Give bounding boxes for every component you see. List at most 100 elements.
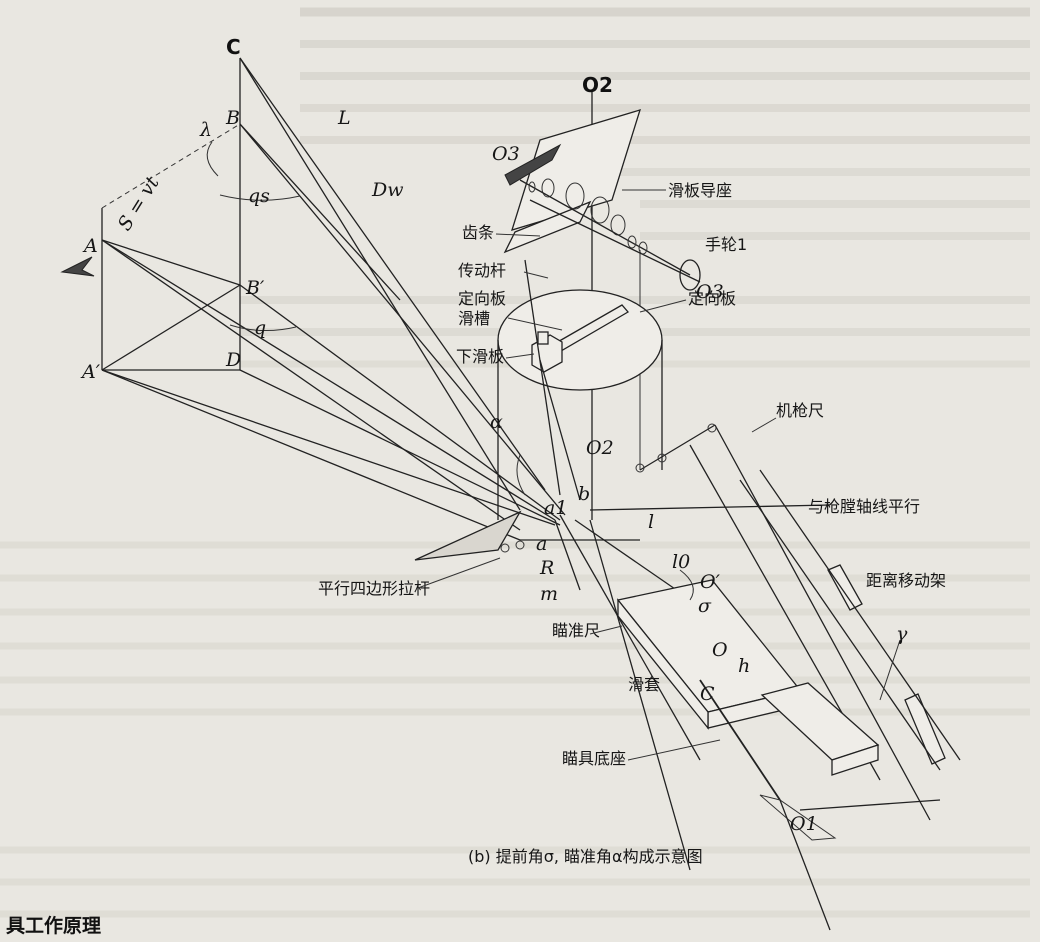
ray-a: [101, 239, 556, 521]
label-orient-plate: 定向板: [688, 289, 736, 308]
label-alpha: α: [490, 411, 503, 433]
label-c: C: [226, 35, 241, 59]
slide-post: [537, 331, 549, 345]
distance-frame-slider: [904, 693, 946, 765]
angle-arc-sigma: [679, 569, 694, 601]
slide-rod: [760, 682, 880, 761]
label-gamma: γ: [896, 623, 908, 645]
o3-pointer-icon: [504, 143, 562, 186]
label-l0: l0: [672, 551, 690, 573]
pivot-icon: [707, 423, 717, 433]
ray-c-l: [239, 57, 521, 511]
leader-line: [523, 271, 549, 279]
label-orient-slot: 定向板 滑槽: [458, 289, 511, 328]
handwheel-icon: [679, 259, 701, 291]
rack-bar: [503, 200, 592, 254]
label-a-lower: a: [536, 533, 547, 555]
label-sleeve: 滑套: [628, 675, 660, 694]
ray-base-right: [239, 369, 561, 526]
label-dw: Dw: [371, 179, 404, 201]
label-o-prime: O′: [700, 571, 721, 593]
aim-ruler-line: [559, 514, 701, 761]
label-sight-base: 瞄具底座: [562, 749, 626, 768]
orient-slot-line: 定向板: [458, 289, 506, 308]
ray-b2: [239, 123, 401, 301]
label-a1: a1: [544, 497, 567, 519]
label-rack: 齿条: [462, 223, 494, 242]
line-a-prime-b-prime: [101, 284, 241, 371]
shaft-line: [519, 179, 691, 276]
slide-guide-plate: [511, 109, 641, 231]
label-o1: O1: [790, 813, 818, 835]
label-s-eq: S = vt: [114, 172, 164, 234]
label-c-lower: C: [700, 683, 715, 705]
pivot-icon: [515, 540, 525, 550]
leader-line: [589, 625, 623, 635]
label-b-lower: b: [578, 483, 590, 505]
parallelogram-rod-wedge: [414, 510, 522, 561]
bushing-icon: [528, 181, 536, 193]
leader-line: [639, 299, 687, 313]
leader-line: [417, 557, 501, 589]
pivot-icon: [635, 463, 645, 473]
label-o2-mid: O2: [586, 437, 614, 459]
label-o: O: [712, 639, 728, 661]
line-ab: [101, 123, 241, 209]
orient-slot-line: 滑槽: [458, 309, 490, 328]
bushing-icon: [638, 241, 648, 255]
label-parallelogram-rod: 平行四边形拉杆: [318, 579, 430, 598]
link-line: [539, 359, 581, 501]
section-heading: 具工作原理: [6, 914, 101, 937]
label-b-prime: B′: [245, 277, 265, 299]
line-m: [554, 519, 581, 591]
sight-base-plate: [759, 794, 837, 841]
angle-arc-lambda: [206, 141, 219, 177]
sight-base-axis: [589, 519, 691, 871]
angle-arc-qs: [219, 194, 301, 201]
slide-rod-side: [831, 744, 879, 776]
label-o3-right: O3: [696, 281, 724, 303]
figure-caption: (b) 提前角σ, 瞄准角α构成示意图: [468, 847, 703, 866]
pivot-icon: [500, 543, 510, 553]
label-slide-guide: 滑板导座: [668, 181, 732, 200]
label-distance-frame: 距离移动架: [866, 571, 946, 590]
gamma-line: [879, 639, 901, 701]
drive-rod: [524, 259, 561, 496]
label-o2-top: O2: [582, 73, 613, 97]
base-line: [799, 799, 941, 811]
sleeve-box-front: [617, 598, 709, 730]
pivot-icon: [657, 453, 667, 463]
gear-icon: [590, 196, 610, 224]
leader-line: [751, 417, 777, 433]
ray-a-prime2: [101, 369, 521, 541]
label-h: h: [738, 655, 750, 677]
angle-arc-q: [229, 324, 297, 332]
label-lambda: λ: [199, 119, 212, 141]
ray-a2: [101, 239, 521, 531]
label-d: D: [225, 349, 241, 371]
motion-arrow-icon: [60, 256, 95, 277]
label-m: m: [540, 583, 558, 605]
label-gun-ruler: 机枪尺: [776, 401, 824, 420]
leader-line: [505, 353, 535, 359]
label-aim-ruler: 瞄准尺: [552, 621, 600, 640]
angle-arc-alpha: [516, 454, 526, 496]
component-labels: 滑板导座 齿条 手轮1 传动杆 定向板 滑槽 定向板 下滑板 机枪尺 与枪膛轴线…: [318, 181, 946, 768]
gun-ruler-bar: [714, 424, 931, 821]
distance-frame-rail-2: [759, 469, 961, 761]
sight-base-edge: [699, 679, 781, 801]
label-lower-slide: 下滑板: [456, 347, 504, 366]
label-r: R: [539, 557, 554, 579]
base-leg: [779, 799, 831, 931]
label-parallel-bore: 与枪膛轴线平行: [808, 497, 920, 516]
distance-frame-slider: [827, 564, 863, 611]
label-l-lower: l: [648, 511, 654, 533]
ray-a-prime: [101, 369, 556, 526]
line-ab-prime: [101, 239, 241, 286]
ray-b-prime: [239, 284, 561, 521]
label-qs: qs: [248, 185, 270, 207]
leader-line: [507, 317, 563, 331]
leader-line: [627, 739, 721, 761]
label-handwheel: 手轮1: [705, 235, 747, 254]
